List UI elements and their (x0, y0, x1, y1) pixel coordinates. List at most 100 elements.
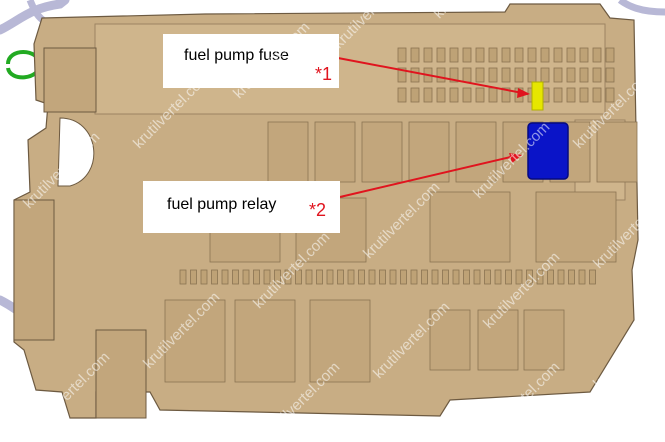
fuse-slot (592, 67, 602, 83)
fuse-slot (442, 269, 449, 285)
fuse-slot (263, 269, 271, 285)
fuse-slot (505, 269, 512, 285)
fuse-slot (579, 47, 589, 63)
fuse-slot (316, 269, 323, 285)
fuse-slot (305, 269, 313, 285)
fuel-pump-fuse-highlight (531, 81, 544, 111)
fuse-slot (410, 269, 418, 285)
relay-socket (429, 191, 511, 263)
fuse-slot (475, 67, 485, 83)
relay-socket (234, 299, 296, 383)
fuse-slot (578, 269, 586, 285)
fuse-slot (284, 269, 292, 285)
relay-socket (429, 309, 471, 371)
fuse-slot (527, 47, 537, 63)
fuel-pump-relay-label: fuel pump relay (167, 196, 277, 213)
relay-socket (314, 121, 356, 183)
fuse-slot (566, 67, 576, 83)
relay-socket (596, 121, 638, 183)
fuse-slot (501, 47, 511, 63)
relay-socket (523, 309, 565, 371)
relay-socket (267, 121, 309, 183)
mounting-cutout (57, 117, 95, 187)
fuse-slot (566, 47, 576, 63)
relay-socket (309, 299, 371, 383)
fuse-slot (514, 47, 524, 63)
relay-socket (477, 309, 519, 371)
fuel-pump-fuse-label: fuel pump fuse (184, 47, 289, 64)
fuse-slot (488, 67, 498, 83)
fuse-slot (484, 269, 491, 285)
relay-pointer-line (339, 154, 520, 198)
fuel-pump-relay-highlight (527, 122, 569, 180)
fuse-slot (211, 269, 218, 285)
fuse-slot (326, 269, 334, 285)
fuse-slot (423, 87, 433, 103)
fuse-slot (540, 47, 550, 63)
fuse-slot (397, 47, 407, 63)
fuse-slot (475, 87, 485, 103)
fuse-slot (410, 67, 420, 83)
fuse-slot (421, 269, 428, 285)
fuse-pointer-arrowhead (517, 88, 530, 98)
fuse-slot (436, 87, 446, 103)
fuse-slot (566, 87, 576, 103)
fuel-pump-fuse-callout: fuel pump fuse *1 (163, 34, 339, 88)
fuse-slot (368, 269, 376, 285)
fuse-slot (253, 269, 260, 285)
mini-fuse-slots (179, 47, 615, 285)
relay-socket (535, 191, 617, 263)
fuse-slot (358, 269, 365, 285)
fuse-slot (295, 269, 302, 285)
fuse-slot (410, 87, 420, 103)
fuse-slot (540, 67, 550, 83)
fuse-slot (423, 47, 433, 63)
fuse-slot (431, 269, 439, 285)
fuse-slot (347, 269, 355, 285)
fuse-slot (179, 269, 187, 285)
relay-socket (164, 299, 226, 383)
fuse-slot (501, 87, 511, 103)
fuse-slot (592, 87, 602, 103)
fuse-slot (579, 87, 589, 103)
fuse-slot (592, 47, 602, 63)
fuse-slot (190, 269, 197, 285)
fuse-pointer-line (337, 57, 529, 95)
fuse-slot (462, 47, 472, 63)
fuse-slot (449, 67, 459, 83)
fuse-slot (449, 47, 459, 63)
fuse-slot (557, 269, 565, 285)
fuse-slot (337, 269, 344, 285)
fuse-slot (200, 269, 208, 285)
fuse-slot (463, 269, 470, 285)
fuse-slot (547, 269, 554, 285)
relay-socket (455, 121, 497, 183)
fuse-slot (579, 67, 589, 83)
fuse-slot (488, 87, 498, 103)
fuse-slot (452, 269, 460, 285)
fuse-slot (274, 269, 281, 285)
fuel-pump-fuse-marker: *1 (315, 64, 333, 84)
fuse-slot (527, 67, 537, 83)
fuse-slot (501, 67, 511, 83)
fuse-slot (410, 47, 420, 63)
fuse-slot (515, 269, 523, 285)
fuse-slot (536, 269, 544, 285)
side-bracket (13, 199, 55, 341)
fuse-slot (526, 269, 533, 285)
fuse-slot (242, 269, 250, 285)
fuse-slot (589, 269, 596, 285)
fuse-slot (553, 67, 563, 83)
fuse-slot (605, 87, 615, 103)
fuse-slot (462, 67, 472, 83)
fuse-slot (397, 67, 407, 83)
fuse-slot (449, 87, 459, 103)
fuse-slot (473, 269, 481, 285)
relay-socket (361, 121, 403, 183)
fuse-slot (475, 47, 485, 63)
fuse-slot (488, 47, 498, 63)
fuse-slot (221, 269, 229, 285)
fuse-slot (553, 87, 563, 103)
fuse-slot (514, 67, 524, 83)
fuse-slot (389, 269, 397, 285)
